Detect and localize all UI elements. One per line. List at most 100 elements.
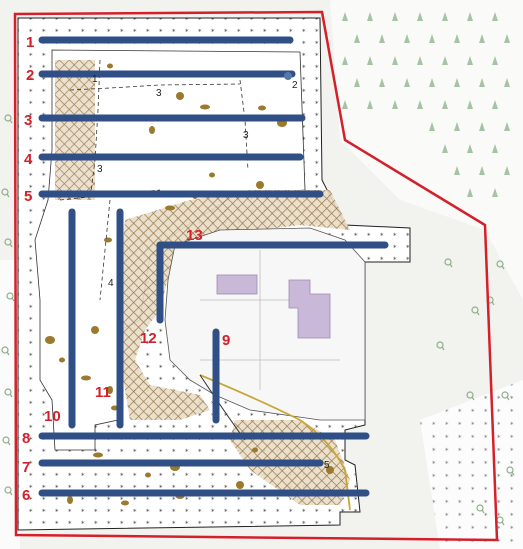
rock-blob bbox=[236, 481, 244, 489]
shrub-icon bbox=[506, 466, 515, 476]
conifer-tree-icon bbox=[429, 78, 435, 87]
rock-blob bbox=[45, 63, 334, 506]
rock-blob bbox=[256, 181, 264, 189]
shrub-icon bbox=[466, 391, 475, 401]
conifer-tree-icon bbox=[504, 78, 510, 87]
rock-blob bbox=[104, 237, 112, 243]
conifer-tree-icon bbox=[367, 12, 373, 21]
shrub-icon bbox=[4, 238, 13, 248]
transect-3: 3 bbox=[24, 112, 306, 129]
rock-blob bbox=[67, 496, 73, 504]
conifer-tree-icon bbox=[354, 78, 360, 87]
rock-blob bbox=[326, 466, 334, 474]
hatched-area bbox=[55, 60, 95, 200]
conifer-tree-icon bbox=[467, 12, 473, 21]
contour-label: 3 bbox=[156, 88, 162, 99]
conifer-tree-icon bbox=[454, 122, 460, 131]
transect-9: 9 bbox=[212, 328, 230, 424]
transect-13: 13 bbox=[156, 227, 389, 249]
outside-dotted-area bbox=[420, 380, 523, 549]
transect-7: 7 bbox=[22, 459, 324, 476]
conifer-tree-icon bbox=[354, 34, 360, 43]
conifer-tree-icon bbox=[342, 12, 348, 21]
rock-blob bbox=[81, 375, 91, 381]
transect-label: 3 bbox=[24, 112, 32, 129]
contour-label: 1 bbox=[92, 74, 98, 85]
transect-label: 5 bbox=[24, 188, 32, 205]
transect-label: 7 bbox=[22, 459, 30, 476]
shrub-icon bbox=[1, 346, 10, 356]
conifer-tree-icon bbox=[504, 122, 510, 131]
transect-label: 2 bbox=[26, 67, 34, 84]
transect-label: 6 bbox=[22, 487, 30, 504]
conifer-tree-icon bbox=[492, 144, 498, 153]
transect-label: 8 bbox=[22, 430, 30, 447]
rock-blob bbox=[145, 472, 151, 478]
transect-6: 6 bbox=[22, 487, 370, 504]
shrub-icon bbox=[501, 391, 510, 401]
rock-blob bbox=[176, 92, 184, 100]
conifer-tree-icon bbox=[429, 122, 435, 131]
rock-blob bbox=[209, 172, 215, 178]
rock-blob bbox=[93, 452, 103, 458]
shrub-icon bbox=[496, 260, 505, 270]
rock-blob bbox=[200, 104, 210, 110]
footpath-line bbox=[199, 374, 351, 511]
conifer-tree-icon bbox=[417, 100, 423, 109]
conifer-tree-icon bbox=[429, 34, 435, 43]
conifer-tree-icon bbox=[379, 34, 385, 43]
conifer-tree-icon bbox=[342, 56, 348, 65]
transect-label: 10 bbox=[44, 408, 61, 425]
transect-label: 12 bbox=[140, 330, 157, 347]
transect-label: 11 bbox=[95, 384, 111, 401]
rock-blob bbox=[91, 326, 99, 334]
conifer-tree-icon bbox=[442, 144, 448, 153]
shrub-icon bbox=[2, 436, 11, 446]
shrub-icon bbox=[471, 306, 480, 316]
rock-blob bbox=[107, 63, 113, 69]
conifer-tree-icon bbox=[454, 34, 460, 43]
conifer-tree-icon bbox=[479, 34, 485, 43]
transect-10: 10 bbox=[44, 208, 76, 429]
contour-label: 3 bbox=[243, 130, 249, 141]
conifer-tree-icon bbox=[417, 56, 423, 65]
conifer-tree-icon bbox=[454, 78, 460, 87]
contour-label: 5 bbox=[324, 460, 330, 471]
conifer-tree-icon bbox=[467, 56, 473, 65]
conifer-tree-icon bbox=[467, 100, 473, 109]
conifer-tree-icon bbox=[492, 56, 498, 65]
conifer-tree-icon bbox=[492, 100, 498, 109]
conifer-tree-icon bbox=[404, 78, 410, 87]
conifer-tree-icon bbox=[479, 122, 485, 131]
conifer-tree-icon bbox=[342, 12, 510, 197]
transect-2: 2 bbox=[26, 67, 296, 84]
conifer-tree-icon bbox=[342, 100, 348, 109]
transect-label: 9 bbox=[222, 332, 230, 349]
shrub-icon bbox=[4, 388, 13, 398]
transect-8: 8 bbox=[22, 430, 370, 447]
site-boundary bbox=[13, 10, 499, 542]
conifer-tree-icon bbox=[404, 34, 410, 43]
transect-12: 12 bbox=[140, 241, 164, 347]
conifer-tree-icon bbox=[467, 144, 473, 153]
shrub-icon bbox=[4, 486, 13, 496]
conifer-tree-icon bbox=[492, 12, 498, 21]
transect-4: 4 bbox=[24, 151, 304, 168]
conifer-tree-icon bbox=[392, 12, 398, 21]
conifer-tree-icon bbox=[417, 12, 423, 21]
rock-blob bbox=[149, 126, 155, 134]
rock-blob bbox=[258, 105, 266, 111]
rock-blob bbox=[107, 386, 113, 394]
shrub-icon bbox=[6, 292, 15, 302]
building-icon bbox=[216, 274, 331, 339]
shrub-icon bbox=[4, 114, 13, 124]
conifer-tree-icon bbox=[467, 188, 473, 197]
conifer-tree-icon bbox=[504, 166, 510, 175]
transect-label: 13 bbox=[186, 227, 203, 244]
contour-label: 2 bbox=[292, 80, 298, 91]
transect-end-marker bbox=[284, 72, 292, 80]
rock-blob bbox=[121, 500, 129, 506]
rock-blob bbox=[59, 357, 65, 363]
conifer-tree-icon bbox=[442, 56, 448, 65]
conifer-tree-icon bbox=[479, 78, 485, 87]
